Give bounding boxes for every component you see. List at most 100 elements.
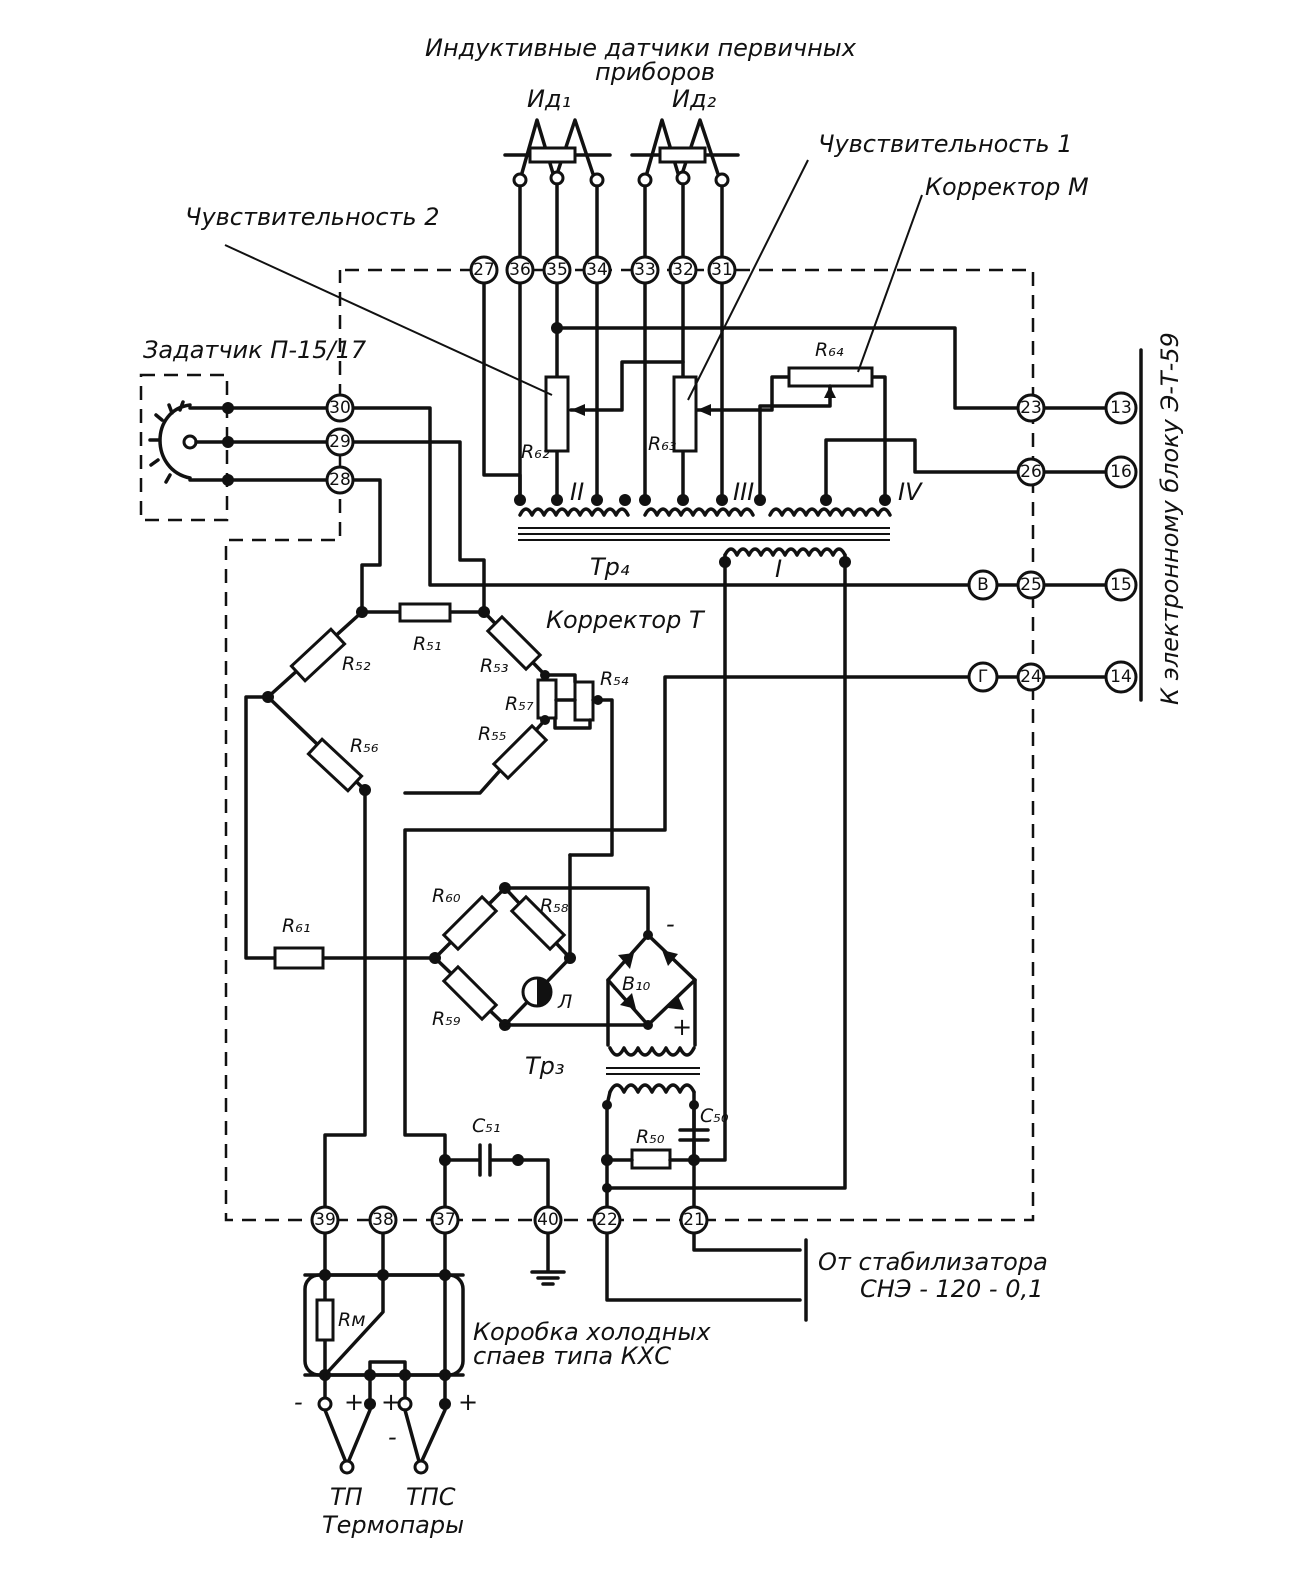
terminal-40-label: 40 [537,1210,559,1230]
terminal-16: 16 [1104,455,1138,489]
terminal-32: 32 [668,255,698,285]
winding-ii-label: II [570,478,584,506]
terminal-29: 29 [325,427,355,457]
terminal-23-label: 23 [1020,398,1042,418]
thermocouples [323,1408,447,1475]
r61-label: R₆₁ [282,915,310,937]
tps-minus-sign: - [388,1423,397,1451]
resistor-r50 [630,1148,672,1170]
lamp-bridge [429,853,710,1212]
winding-iii-label: III [733,478,754,506]
lamp-label: Л [557,991,572,1013]
tps-plus-sign: + [381,1388,401,1416]
inductive-sensor-2 [630,118,740,260]
corrector-t-label: Корректор Т [546,606,706,634]
corrector-m-label: Корректор М [925,173,1089,201]
terminal-34-label: 34 [586,260,608,280]
labels: Индуктивные датчики первичных приборов И… [143,34,1184,1539]
terminal-28: 28 [325,465,355,495]
terminal-22-label: 22 [596,1210,618,1230]
terminal-37: 37 [430,1205,460,1235]
r60-label: R₆₀ [432,885,461,907]
terminal-26-label: 26 [1020,462,1042,482]
winding-iv-label: IV [898,478,923,506]
leader-lines [224,159,923,401]
terminal-28-label: 28 [329,470,351,490]
terminal-22: 22 [592,1205,622,1235]
terminal-40: 40 [533,1205,563,1235]
winding-i-label: I [775,555,782,583]
r64-label: R₆₄ [815,339,844,361]
inductive-sensor-1 [503,118,612,260]
resistor-r53 [485,614,543,672]
box-plus-sign: + [458,1388,478,1416]
stabilizer-line-1: От стабилизатора [818,1248,1048,1276]
tp-plus-sign: + [344,1388,364,1416]
thermocouple-tps-junction [413,1459,429,1475]
r50-label: R₅₀ [636,1126,665,1148]
terminal-v-label: В [977,575,989,595]
terminal-30: 30 [325,393,355,423]
sensitivity-1-label: Чувствительность 1 [818,130,1073,158]
terminal-15: 15 [1104,568,1138,602]
terminal-38-label: 38 [372,1210,394,1230]
terminal-34: 34 [582,255,612,285]
resistor-r51 [398,602,452,623]
r58-label: R₅₈ [540,895,569,917]
minus-sign-bridge: - [666,910,675,938]
terminal-29-label: 29 [329,432,351,452]
r56-label: R₅₆ [350,735,379,757]
resistor-r62 [544,375,570,453]
stabilizer-line-2: СНЭ - 120 - 0,1 [860,1275,1043,1303]
kxc-line-2: спаев типа КХС [473,1342,671,1370]
terminal-14: 14 [1104,660,1138,694]
terminals: 27 36 35 34 33 32 31 30 29 28 23 26 25 2… [310,255,1138,1235]
tp-minus-sign: - [294,1388,303,1416]
terminal-35-label: 35 [546,260,568,280]
r52-label: R₅₂ [342,653,371,675]
resistor-r61 [273,946,325,970]
terminal-24: 24 [1016,662,1046,692]
r51-label: R₅₁ [413,633,441,655]
setpoint-unit [139,373,342,522]
tp-label: ТП [330,1483,363,1511]
terminal-31-label: 31 [711,260,733,280]
title-line-2: приборов [595,58,715,86]
resistor-r54 [573,680,595,722]
instrument-enclosure [224,268,1035,1222]
terminal-26: 26 [1016,457,1046,487]
terminal-15-label: 15 [1110,575,1132,595]
c50-label: C₅₀ [700,1105,729,1127]
terminal-33-label: 33 [634,260,656,280]
terminal-33: 33 [630,255,660,285]
resistor-r55 [491,723,549,781]
r57-label: R₅₇ [505,693,534,715]
terminal-13-label: 13 [1110,398,1132,418]
terminal-35: 35 [542,255,572,285]
r63-label: R₆₃ [648,433,676,455]
r62-label: R₆₂ [521,441,550,463]
tr4-label: Тр₄ [590,553,630,581]
tps-label: ТПС [406,1483,456,1511]
terminal-13: 13 [1104,391,1138,425]
measuring-bridge [244,406,971,1212]
terminal-30-label: 30 [329,398,351,418]
ground-icon [530,1230,566,1286]
thermocouple-tp-junction [339,1459,355,1475]
terminal-25: 25 [1016,570,1046,600]
terminal-g: Г [967,661,999,693]
terminal-36-label: 36 [509,260,531,280]
terminal-38: 38 [368,1205,398,1235]
resistor-rm [315,1298,335,1342]
terminal-27-label: 27 [473,260,495,280]
electronic-unit-label: К электронному блоку Э-Т-59 [1156,332,1184,705]
terminal-39-label: 39 [314,1210,336,1230]
kxc-line-1: Коробка холодных [473,1318,711,1346]
terminal-21: 21 [679,1205,709,1235]
thermocouples-label: Термопары [322,1511,464,1539]
terminal-v: В [967,569,999,601]
terminal-39: 39 [310,1205,340,1235]
terminal-g-label: Г [978,667,988,687]
rm-label: Rм [338,1309,366,1331]
